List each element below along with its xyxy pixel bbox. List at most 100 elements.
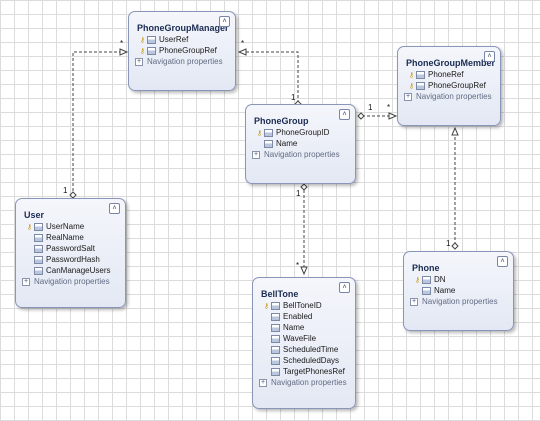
property-row[interactable]: Name (414, 285, 513, 296)
entity-title: PhoneGroupMember (406, 58, 496, 68)
multiplicity-phone-member-from: 1 (446, 239, 451, 248)
property-name: Enabled (283, 312, 313, 321)
property-name: RealName (46, 233, 84, 242)
entity-title: PhoneGroupManager (137, 23, 229, 33)
property-name: UserRef (159, 35, 189, 44)
plus-box-icon[interactable]: + (135, 57, 143, 66)
arrowhead-marker (237, 48, 247, 56)
property-name: PhoneRef (428, 70, 464, 79)
entity-phone-group-member[interactable]: PhoneGroupMember˄ ⚷ PhoneRef⚷PhoneGroupRef… (397, 46, 501, 126)
navigation-properties-label: Navigation properties (271, 378, 347, 387)
association-group-manager-line[interactable] (240, 51, 299, 103)
navigation-properties-row[interactable]: +Navigation properties (246, 149, 355, 160)
key-icon: ⚷ (408, 71, 415, 79)
property-icon (416, 70, 425, 79)
property-row[interactable]: TargetPhonesRef (263, 366, 355, 377)
property-icon (271, 356, 280, 365)
double-chevron-up-icon[interactable]: ˄ (339, 109, 350, 120)
key-slot: ⚷ (408, 70, 415, 80)
double-chevron-up-icon[interactable]: ˄ (484, 51, 495, 62)
arrowhead-marker (451, 126, 459, 136)
entity-phone-group-manager[interactable]: PhoneGroupManager˄⚷UserRef⚷PhoneGroupRef… (128, 11, 236, 91)
navigation-properties-row[interactable]: + Navigation properties (253, 377, 355, 388)
property-row[interactable]: RealName (26, 232, 125, 243)
key-property-row[interactable]: ⚷ PhoneRef (408, 69, 500, 80)
property-row[interactable]: Name (256, 138, 355, 149)
property-row[interactable]: WaveFile (263, 333, 355, 344)
property-icon (34, 266, 43, 275)
key-slot: ⚷ (139, 46, 146, 56)
property-icon (147, 46, 156, 55)
arrowhead-marker (388, 112, 398, 120)
key-slot: ⚷ (414, 275, 421, 285)
association-user-manager-line[interactable] (72, 51, 126, 191)
entity-title: User (24, 210, 45, 220)
arrowhead-marker (300, 266, 308, 276)
double-chevron-up-icon[interactable]: ˄ (219, 16, 230, 27)
navigation-properties-label: Navigation properties (147, 57, 223, 66)
navigation-properties-label: Navigation properties (416, 92, 492, 101)
entity-title: BellTone (261, 289, 299, 299)
key-slot: ⚷ (408, 81, 415, 91)
property-icon (34, 244, 43, 253)
property-row[interactable]: ScheduledDays (263, 355, 355, 366)
plus-box-icon[interactable]: + (259, 378, 267, 387)
key-property-row[interactable]: ⚷ DN (414, 274, 513, 285)
navigation-properties-row[interactable]: + Navigation properties (404, 296, 513, 307)
property-row[interactable]: PasswordSalt (26, 243, 125, 254)
plus-box-icon[interactable]: + (22, 277, 30, 286)
key-property-row[interactable]: ⚷PhoneGroupRef (408, 80, 500, 91)
property-list: ⚷UserRef⚷ PhoneGroupRef (129, 34, 235, 56)
property-row[interactable]: PasswordHash (26, 254, 125, 265)
property-icon (147, 35, 156, 44)
key-property-row[interactable]: ⚷ PhoneGroupRef (139, 45, 235, 56)
property-icon (271, 334, 280, 343)
property-row[interactable]: CanManageUsers (26, 265, 125, 276)
property-name: Name (276, 139, 298, 148)
key-property-row[interactable]: ⚷UserRef (139, 34, 235, 45)
property-name: PhoneGroupID (276, 128, 330, 137)
entity-title: PhoneGroup (254, 116, 309, 126)
double-chevron-up-icon[interactable]: ˄ (109, 203, 120, 214)
multiplicity-user-manager-to: * (120, 39, 124, 48)
double-chevron-up-icon[interactable]: ˄ (497, 256, 508, 267)
property-row[interactable]: ScheduledTime (263, 344, 355, 355)
double-chevron-up-icon[interactable]: ˄ (339, 282, 350, 293)
property-name: PhoneGroupRef (159, 46, 217, 55)
property-icon (416, 81, 425, 90)
property-name: WaveFile (283, 334, 317, 343)
key-property-row[interactable]: ⚷ UserName (26, 221, 125, 232)
navigation-properties-label: Navigation properties (422, 297, 498, 306)
property-name: ScheduledDays (283, 356, 340, 365)
multiplicity-group-belltone-from: 1 (296, 189, 301, 198)
property-icon (271, 312, 280, 321)
key-icon: ⚷ (408, 82, 415, 90)
plus-box-icon[interactable]: + (404, 92, 412, 101)
key-property-row[interactable]: ⚷ PhoneGroupID (256, 127, 355, 138)
navigation-properties-row[interactable]: +Navigation properties (16, 276, 125, 287)
property-name: UserName (46, 222, 85, 231)
key-slot: ⚷ (256, 128, 263, 138)
property-icon (264, 128, 273, 137)
navigation-properties-row[interactable]: + Navigation properties (398, 91, 500, 102)
property-name: PasswordHash (46, 255, 100, 264)
property-icon (34, 233, 43, 242)
property-row[interactable]: Enabled (263, 311, 355, 322)
entity-header: User ˄ (16, 199, 125, 221)
key-icon: ⚷ (26, 223, 33, 231)
multiplicity-group-member-to: * (387, 103, 391, 112)
key-icon: ⚷ (256, 129, 263, 137)
entity-header: PhoneGroupManager˄ (129, 12, 235, 34)
key-property-row[interactable]: ⚷BellToneID (263, 300, 355, 311)
diamond-marker (357, 112, 365, 120)
entity-phone-group[interactable]: PhoneGroup ˄ ⚷ PhoneGroupID Name+Navigation … (245, 104, 356, 184)
navigation-properties-row[interactable]: + Navigation properties (129, 56, 235, 67)
property-row[interactable]: Name (263, 322, 355, 333)
property-name: DN (434, 275, 446, 284)
plus-box-icon[interactable]: + (410, 297, 418, 306)
plus-box-icon[interactable]: + (252, 150, 260, 159)
key-slot: ⚷ (263, 301, 270, 311)
